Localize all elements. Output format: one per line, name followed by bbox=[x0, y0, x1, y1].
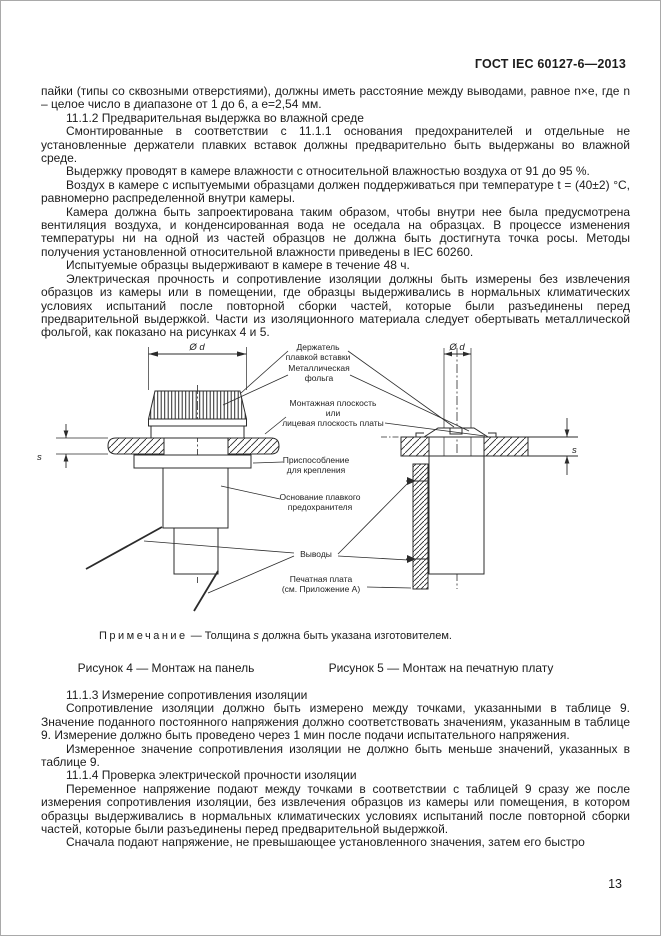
paragraph-ac-voltage: Переменное напряжение подают между точка… bbox=[41, 781, 630, 837]
paragraph-duration: Испытуемые образцы выдерживают в камере … bbox=[66, 258, 410, 273]
caption-figure-5: Рисунок 5 — Монтаж на печатную плату bbox=[328, 661, 554, 675]
body-text-lower: 11.1.3 Измерение сопротивления изоляции … bbox=[41, 688, 630, 850]
label-fuse-base: Основание плавкого предохранителя bbox=[279, 492, 361, 512]
heading-11-1-4: 11.1.4 Проверка электрической прочности … bbox=[66, 768, 357, 783]
label-fuse-link-holder: Держатель плавкой вставки bbox=[285, 342, 351, 362]
paragraph-measured-value: Измеренное значение сопротивления изоляц… bbox=[41, 741, 630, 770]
figure-captions: Рисунок 4 — Монтаж на панель Рисунок 5 —… bbox=[41, 661, 630, 676]
body-text-upper: пайки (типы со сквозными отверстиями), д… bbox=[41, 84, 630, 340]
heading-11-1-2: 11.1.2 Предварительная выдержка во влажн… bbox=[66, 110, 364, 125]
paragraph-voltage-ramp: Сначала подают напряжение, не превышающе… bbox=[66, 835, 585, 850]
callout-leader-lines bbox=[143, 350, 486, 594]
note-text: — Толщина bbox=[187, 630, 254, 642]
page-number: 13 bbox=[608, 877, 622, 891]
figure4-panel-mount-drawing bbox=[56, 347, 280, 612]
fig4-diameter-dimension-label: Ø d bbox=[188, 342, 205, 353]
label-leads: Выводы bbox=[300, 549, 332, 559]
paragraph-electric-strength: Электрическая прочность и сопротивление … bbox=[41, 271, 630, 340]
heading-11-1-3: 11.1.3 Измерение сопротивления изоляции bbox=[66, 688, 308, 702]
label-mounting-plane: Монтажная плоскость или лицевая плоскост… bbox=[282, 398, 384, 428]
figure-4-5-diagram: Ø d s Ø d s Держатель плавкой вставки Ме… bbox=[34, 341, 629, 653]
caption-figure-4: Рисунок 4 — Монтаж на панель bbox=[77, 661, 255, 675]
paragraph-mounted: Смонтированные в соответствии с 11.1.1 о… bbox=[41, 124, 630, 166]
label-metal-foil: Металлическая фольга bbox=[288, 363, 350, 383]
figure-note: Примечание — Толщина s должна быть указа… bbox=[99, 630, 452, 642]
fig5-diameter-dimension-label: Ø d bbox=[448, 342, 465, 353]
note-text-rest: должна быть указана изготовителем. bbox=[258, 630, 452, 642]
paragraph-air-temperature: Воздух в камере с испытуемыми образцами … bbox=[41, 177, 630, 206]
label-printed-board: Печатная плата (см. Приложение А) bbox=[281, 574, 361, 594]
figure5-pcb-mount-drawing bbox=[381, 348, 578, 590]
paragraph-chamber-design: Камера должна быть запроектирована таким… bbox=[41, 204, 630, 259]
technical-diagram-svg: Ø d s Ø d s bbox=[37, 342, 578, 612]
paragraph-insulation-resistance: Сопротивление изоляции должно быть измер… bbox=[41, 701, 630, 743]
fig5-thickness-dimension-label: s bbox=[572, 445, 577, 456]
note-variable-s: s bbox=[253, 630, 259, 642]
label-fixing-device: Приспособление для крепления bbox=[282, 455, 350, 475]
note-keyword: Примечание bbox=[99, 630, 188, 642]
paragraph-solder-pitch: пайки (типы со сквозными отверстиями), д… bbox=[41, 84, 630, 112]
paragraph-humidity: Выдержку проводят в камере влажности с о… bbox=[66, 164, 590, 179]
document-header: ГОСТ IEC 60127-6—2013 bbox=[474, 57, 626, 71]
fig4-thickness-dimension-label: s bbox=[37, 452, 42, 463]
